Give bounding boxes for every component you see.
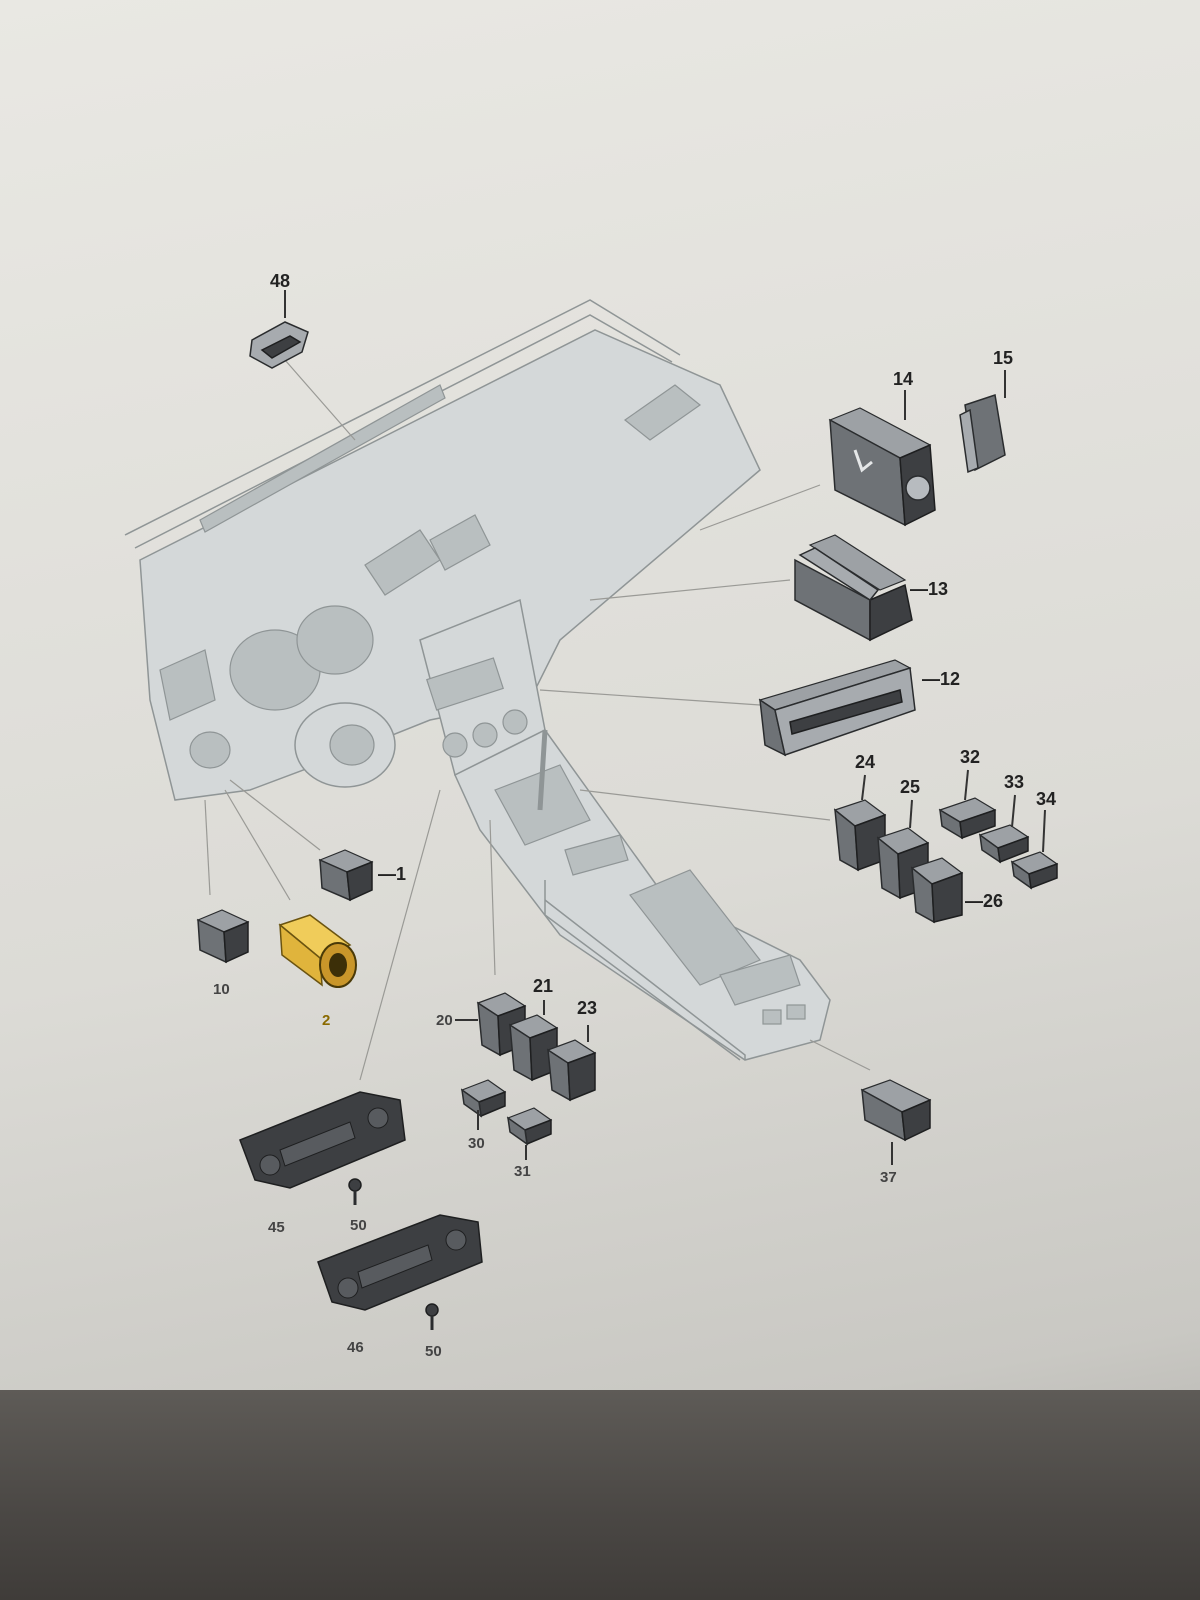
part-24-button[interactable] <box>833 799 887 872</box>
callout-21: 21 <box>533 976 553 996</box>
part-50-screw-lower[interactable] <box>425 1303 439 1330</box>
part-37-switch[interactable] <box>860 1079 932 1142</box>
callout-45: 45 <box>268 1219 285 1236</box>
part-12-switch-strip[interactable] <box>758 659 916 757</box>
part-45-climate-control-panel[interactable] <box>239 1091 406 1189</box>
callout-25: 25 <box>900 777 920 797</box>
callout-32: 32 <box>960 747 980 767</box>
callout-50-lower: 50 <box>425 1343 442 1360</box>
part-34-button[interactable] <box>1010 851 1059 890</box>
part-30-button[interactable] <box>460 1079 507 1118</box>
part-15-button[interactable] <box>959 394 1006 474</box>
part-13-switch-panel[interactable] <box>794 534 913 642</box>
part-1-switch[interactable] <box>318 849 374 902</box>
callout-13: —13 <box>910 579 948 599</box>
callout-48: 48 <box>270 271 290 291</box>
part-2-highlighted-switch[interactable] <box>278 914 357 988</box>
guide-lines <box>204 359 871 1081</box>
callout-24: 24 <box>855 752 875 772</box>
callout-12: —12 <box>922 669 960 689</box>
callout-34: 34 <box>1036 789 1056 809</box>
part-25-button[interactable] <box>876 827 930 900</box>
part-50-screw-upper[interactable] <box>348 1178 362 1205</box>
callout-1: —1 <box>378 864 406 884</box>
callout-31: 31 <box>514 1163 531 1180</box>
leader-lines <box>284 290 1046 1165</box>
part-23-button[interactable] <box>546 1039 597 1102</box>
callout-46: 46 <box>347 1339 364 1356</box>
part-32-button[interactable] <box>938 797 997 840</box>
callout-2: 2 <box>322 1012 330 1029</box>
callout-10: 10 <box>213 981 230 998</box>
callout-50-upper: 50 <box>350 1217 367 1234</box>
part-10-switch[interactable] <box>196 909 250 964</box>
callout-37: 37 <box>880 1169 897 1186</box>
callout-26: —26 <box>965 891 1003 911</box>
callout-33: 33 <box>1004 772 1024 792</box>
callout-30: 30 <box>468 1135 485 1152</box>
dashboard-illustration <box>124 299 831 1061</box>
part-callouts: 48 15 14 —13 —12 24 25 32 33 34 —26 —1 1… <box>213 271 1056 1360</box>
part-46-climate-control-panel[interactable] <box>317 1214 483 1311</box>
part-26-button[interactable] <box>910 857 964 924</box>
part-33-button[interactable] <box>978 824 1030 864</box>
callout-14: 14 <box>893 369 913 389</box>
callout-20: 20 <box>436 1012 453 1029</box>
part-48-switch[interactable] <box>249 321 309 369</box>
callout-15: 15 <box>993 348 1013 368</box>
part-31-button[interactable] <box>506 1107 553 1146</box>
callout-23: 23 <box>577 998 597 1018</box>
monitor-bezel <box>0 1390 1200 1600</box>
part-14-light-switch[interactable] <box>828 407 936 527</box>
